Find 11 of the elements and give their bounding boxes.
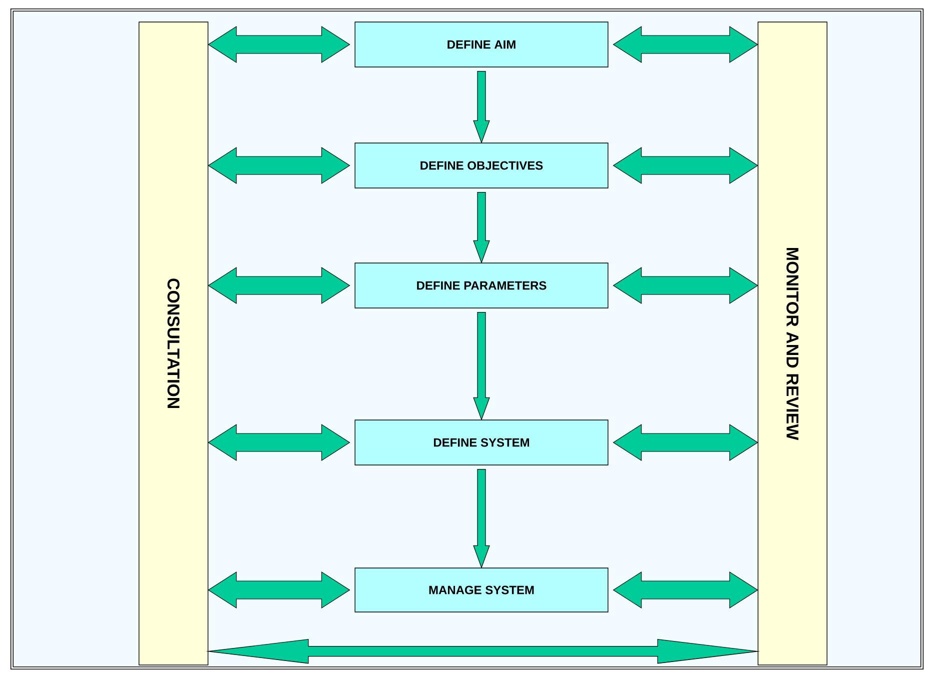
side-bar: MONITOR AND REVIEW bbox=[758, 22, 828, 666]
process-box: DEFINE PARAMETERS bbox=[354, 262, 608, 308]
arrow bbox=[473, 71, 490, 144]
side-bar: CONSULTATION bbox=[138, 22, 208, 666]
arrow bbox=[473, 192, 490, 264]
arrow bbox=[473, 312, 490, 421]
process-box: DEFINE AIM bbox=[354, 22, 608, 68]
process-box: DEFINE OBJECTIVES bbox=[354, 142, 608, 188]
process-box: MANAGE SYSTEM bbox=[354, 568, 608, 612]
process-box: DEFINE SYSTEM bbox=[354, 420, 608, 466]
arrow bbox=[473, 469, 490, 569]
